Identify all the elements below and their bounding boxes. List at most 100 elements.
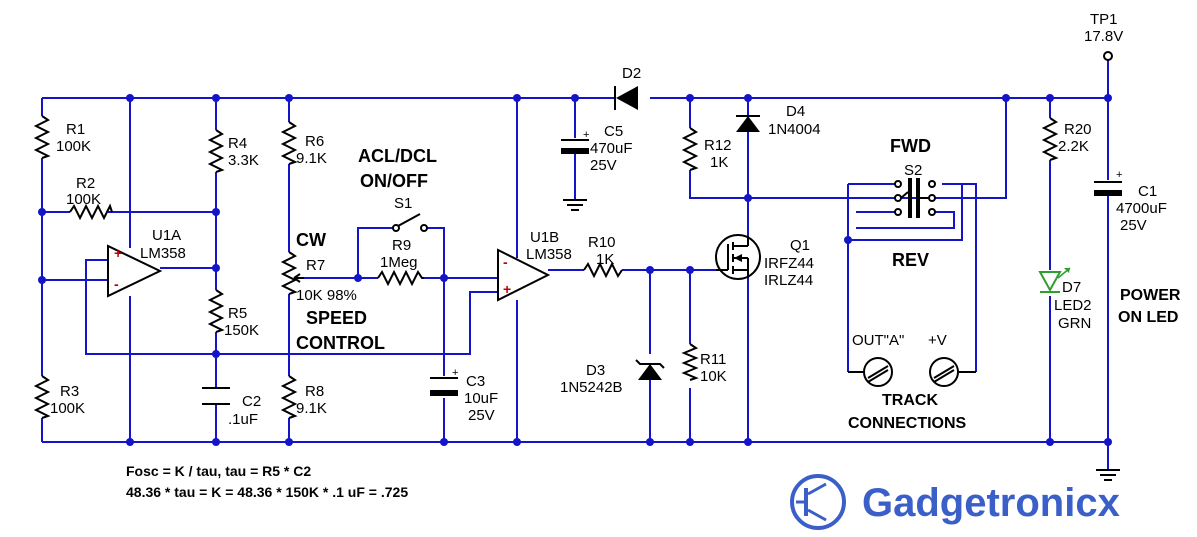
r12-label: R12 [704,137,732,154]
c5-label: C5 [604,123,623,140]
d3-label: D3 [586,362,605,379]
svg-text:+: + [114,245,122,261]
wires [41,60,1109,470]
acl-dcl-label: ACL/DCL [358,146,437,166]
c3-voltage: 25V [468,407,495,424]
s2-switch[interactable] [894,178,936,218]
c1-voltage: 25V [1120,217,1147,234]
r2-label: R2 [76,175,95,192]
r4-label: R4 [228,135,247,152]
power-label: POWER [1120,287,1181,304]
r11-label: R11 [700,351,726,368]
d4-diode [736,115,760,132]
q1-mosfet [715,234,761,280]
junctions [38,94,1112,446]
r1-label: R1 [66,121,85,138]
r8-label: R8 [305,383,324,400]
c5-voltage: 25V [590,157,617,174]
r7-value: 10K 98% [296,287,357,304]
on-led-label: ON LED [1118,309,1178,326]
d2-diode [614,86,638,110]
r9-label: R9 [392,237,411,254]
c5-capacitor: + [561,129,589,154]
r8-value: 9.1K [296,400,327,417]
d4-label: D4 [786,103,805,120]
d3-value: 1N5242B [560,379,623,396]
r2-value: 100K [66,191,101,208]
vplus-label: +V [928,332,947,349]
u1b-opamp: - + [497,248,551,302]
connections-label: CONNECTIONS [848,415,967,432]
r4-resistor [207,129,225,173]
tp1-test-point [1103,51,1113,61]
r6-resistor [280,121,298,165]
r11-value: 10K [700,368,727,385]
track-label: TRACK [882,392,938,409]
tp1-voltage: 17.8V [1084,28,1123,45]
c2-value: .1uF [228,411,258,428]
svg-text:-: - [503,254,508,270]
s1-switch[interactable] [392,213,428,232]
r6-value: 9.1K [296,150,327,167]
control-label: CONTROL [296,333,385,353]
s2-label: S2 [904,162,922,179]
brand-logo: Gadgetronicx [790,474,1120,530]
d7-value: LED2 [1054,297,1092,314]
d7-color: GRN [1058,315,1091,332]
fwd-label: FWD [890,136,931,156]
u1b-value: LM358 [526,246,572,263]
tp1-label: TP1 [1090,11,1118,28]
formula-line-2: 48.36 * tau = K = 48.36 * 150K * .1 uF =… [126,484,408,500]
on-off-label: ON/OFF [360,171,428,191]
r6-label: R6 [305,133,324,150]
c5-ground-symbol [563,199,587,211]
r1-resistor [33,115,51,159]
speed-label: SPEED [306,308,367,328]
u1b-label: U1B [530,229,559,246]
svg-text:+: + [1116,169,1122,181]
r9-value: 1Meg [380,254,418,271]
r3-resistor [33,375,51,419]
r2-resistor [69,203,113,221]
c2-label: C2 [242,393,261,410]
d7-led [1038,267,1071,293]
c1-value: 4700uF [1116,200,1167,217]
svg-text:+: + [583,129,589,141]
c3-label: C3 [466,373,485,390]
u1a-opamp: + - [107,244,163,298]
svg-text:+: + [503,281,511,297]
d4-value: 1N4004 [768,121,821,138]
c2-capacitor [202,387,230,405]
r9-resistor [377,269,424,287]
r5-resistor [207,289,225,333]
svg-text:+: + [452,367,458,379]
r10-resistor [583,261,623,279]
r3-value: 100K [50,400,85,417]
c1-capacitor: + [1094,169,1122,196]
rev-label: REV [892,250,929,270]
labels: TP1 17.8V D2 R1 100K R2 100K R3 100K U1A… [50,11,1181,500]
r5-value: 150K [224,322,259,339]
r8-resistor [280,375,298,419]
r20-value: 2.2K [1058,138,1089,155]
c3-capacitor: + [430,367,458,396]
r4-value: 3.3K [228,152,259,169]
main-ground-symbol [1096,469,1120,481]
r10-label: R10 [588,234,616,251]
cw-label: CW [296,230,326,250]
c1-label: C1 [1138,183,1157,200]
u1a-label: U1A [152,227,181,244]
r20-resistor [1041,117,1059,161]
r1-value: 100K [56,138,91,155]
d3-zener-diode [635,359,665,380]
out-a-terminal [848,357,893,387]
u1a-value: LM358 [140,245,186,262]
c3-value: 10uF [464,390,498,407]
r12-value: 1K [710,154,728,171]
r10-value: 1K [596,251,614,268]
c5-value: 470uF [590,140,633,157]
r20-label: R20 [1064,121,1092,138]
formula-line-1: Fosc = K / tau, tau = R5 * C2 [126,463,311,479]
r7-wiper-arrow [293,273,304,283]
q1-part1: IRFZ44 [764,255,814,272]
